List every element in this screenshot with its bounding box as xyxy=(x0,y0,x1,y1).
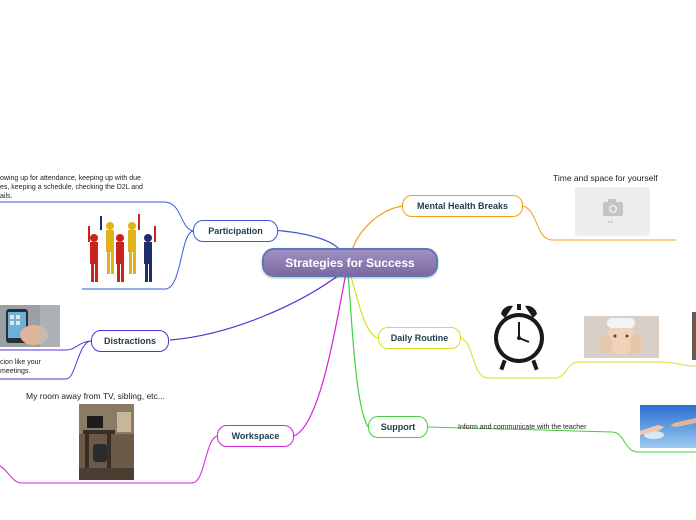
connector-daily-routine xyxy=(349,272,379,339)
participation-note-line-1: owing up for attendance, keeping up with… xyxy=(0,175,141,182)
reaching-hands-sky-image xyxy=(640,405,696,448)
partial-photo xyxy=(692,312,696,360)
connector-participation-image xyxy=(82,230,194,290)
participation-note: owing up for attendance, keeping up with… xyxy=(0,174,143,201)
node-support[interactable]: Support xyxy=(368,416,428,438)
connector-daily-routine-photo2 xyxy=(663,361,696,367)
connector-daily-routine-photo xyxy=(555,361,664,379)
node-mental-health-breaks[interactable]: Mental Health Breaks xyxy=(402,195,523,217)
support-note: Inform and communicate with the teacher xyxy=(458,424,587,431)
connector-participation xyxy=(271,229,341,251)
node-participation[interactable]: Participation xyxy=(193,220,278,242)
connector-workspace xyxy=(293,272,347,437)
connector-participation-note xyxy=(0,201,194,232)
participation-note-line-2: es, keeping a schedule, checking the D2L… xyxy=(0,184,143,191)
node-daily-routine[interactable]: Daily Routine xyxy=(378,327,461,349)
connector-workspace-image xyxy=(22,435,218,484)
workspace-note: My room away from TV, sibling, etc... xyxy=(26,391,165,401)
distractions-note-line-1: cion like your xyxy=(0,359,41,366)
central-topic[interactable]: Strategies for Success xyxy=(262,248,438,277)
crowd-hands-raised-image xyxy=(86,212,164,284)
connector-workspace-left xyxy=(0,465,23,484)
connector-distractions-note xyxy=(0,340,92,380)
alarm-clock-image xyxy=(491,300,547,372)
face-washing-photo xyxy=(584,316,659,358)
connector-support-note xyxy=(427,426,696,453)
node-workspace[interactable]: Workspace xyxy=(217,425,294,447)
desk-room-photo xyxy=(79,404,134,480)
participation-note-line-3: ails. xyxy=(0,193,13,200)
connector-distractions xyxy=(169,271,344,341)
camera-placeholder-icon xyxy=(575,187,650,236)
mental-health-note: Time and space for yourself xyxy=(553,173,658,183)
smartphone-in-hand-image xyxy=(0,305,60,347)
connector-mental-health xyxy=(351,205,403,251)
connector-distractions-image xyxy=(0,340,92,351)
connector-daily-routine-clock xyxy=(460,337,556,379)
node-distractions[interactable]: Distractions xyxy=(91,330,169,352)
connector-support xyxy=(347,272,369,428)
distractions-note: cion like your meetings. xyxy=(0,358,41,376)
connector-mental-health-note xyxy=(522,205,676,241)
distractions-note-line-2: meetings. xyxy=(0,368,31,375)
